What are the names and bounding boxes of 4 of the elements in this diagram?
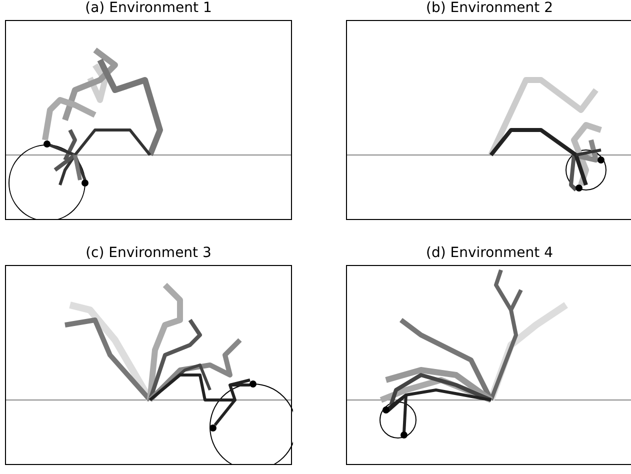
panel-title: (c) Environment 3 <box>84 245 212 261</box>
panel-title: (b) Environment 2 <box>424 0 554 16</box>
panel-title: (a) Environment 1 <box>84 0 213 16</box>
panel-title: (d) Environment 4 <box>424 245 554 261</box>
